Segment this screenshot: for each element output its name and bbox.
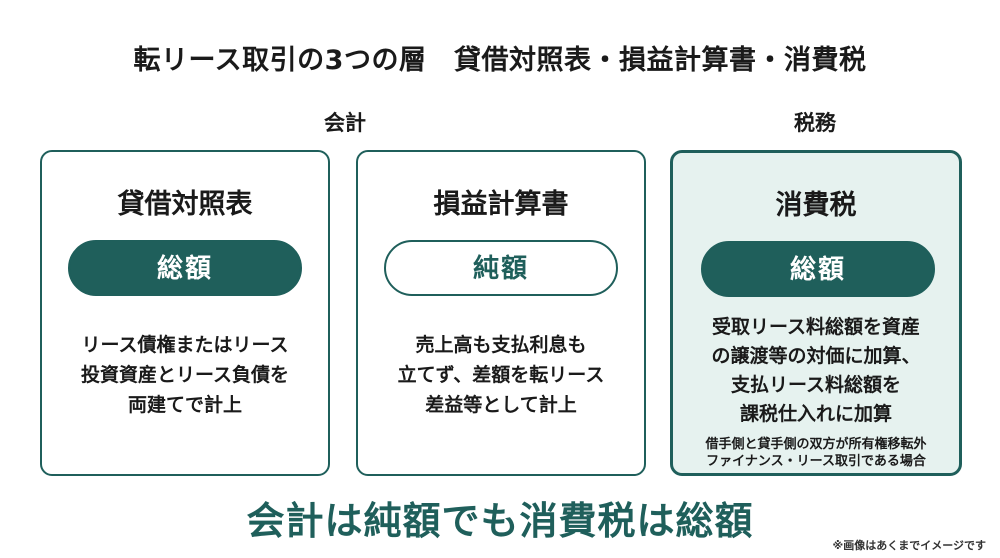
conclusion-text: 会計は純額でも消費税は総額 [246,499,754,543]
disclaimer-text: ※画像はあくまでイメージです [832,539,986,552]
card-title: 消費税 [775,190,857,221]
card-description: 売上高も支払利息も 立てず、差額を転リース 差益等として計上 [358,330,644,420]
note-line: ファイナンス・リース取引である場合 [706,454,926,469]
card-consumption-tax: 消費税 総額 受取リース料総額を資産 の譲渡等の対価に加算、 支払リース料総額を… [670,150,962,476]
badge-gross: 総額 [701,241,935,297]
description-line: 受取リース料総額を資産 [711,316,921,338]
card-balance-sheet: 貸借対照表 総額 リース債権またはリース 投資資産とリース負債を 両建てで計上 [40,150,330,476]
description-line: 投資資産とリース負債を [80,364,290,386]
description-line: 両建てで計上 [127,394,242,416]
description-line: 課税仕入れに加算 [739,403,892,425]
group-label-accounting: 会計 [324,111,366,135]
card-note: 借手側と貸手側の双方が所有権移転外 ファイナンス・リース取引である場合 [673,436,959,470]
description-line: 立てず、差額を転リース [397,364,605,386]
description-line: 差益等として計上 [425,394,577,416]
note-line: 借手側と貸手側の双方が所有権移転外 [705,437,927,452]
card-title: 損益計算書 [433,189,569,220]
description-line: の譲渡等の対価に加算、 [711,345,921,367]
card-title: 貸借対照表 [117,189,253,220]
card-description: リース債権またはリース 投資資産とリース負債を 両建てで計上 [42,330,328,420]
group-label-tax: 税務 [794,111,836,135]
description-line: 売上高も支払利息も [415,334,587,356]
badge-net: 純額 [384,240,618,296]
card-income-statement: 損益計算書 純額 売上高も支払利息も 立てず、差額を転リース 差益等として計上 [356,150,646,476]
description-line: リース債権またはリース [81,334,289,356]
description-line: 支払リース料総額を [730,374,902,396]
card-description: 受取リース料総額を資産 の譲渡等の対価に加算、 支払リース料総額を 課税仕入れに… [673,313,959,429]
page-title: 転リース取引の3つの層 貸借対照表・損益計算書・消費税 [133,45,867,76]
badge-gross: 総額 [68,240,302,296]
